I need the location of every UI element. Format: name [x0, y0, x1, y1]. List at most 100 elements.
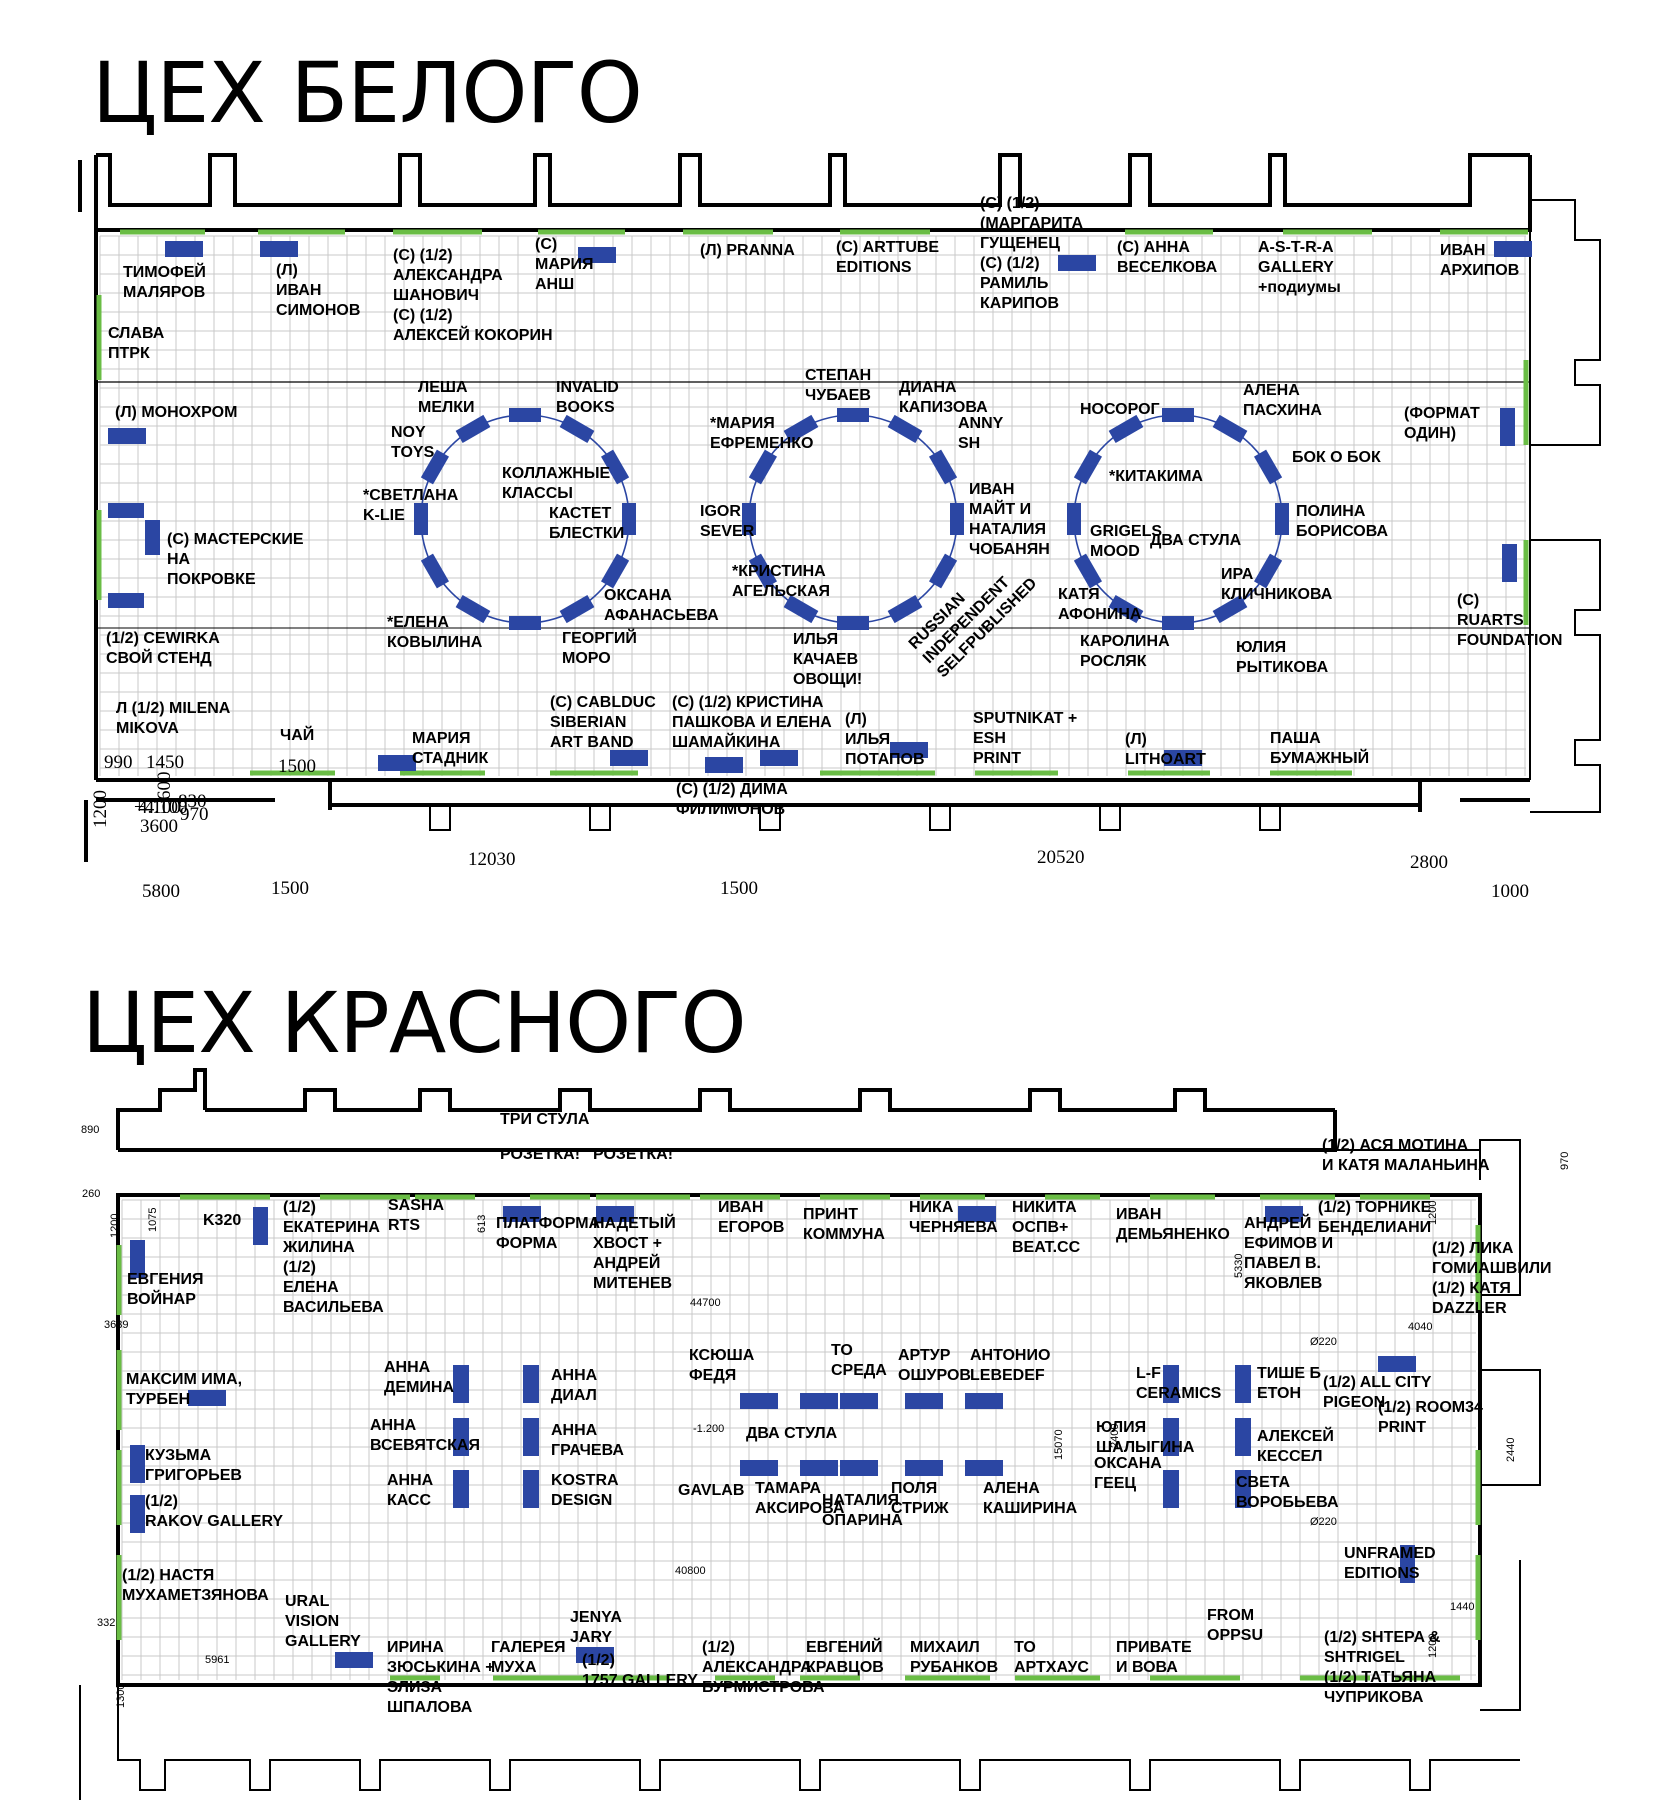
dimension-value: 5961 — [205, 1654, 229, 1666]
booth-table — [378, 755, 416, 771]
dimension-value: 12030 — [468, 849, 516, 870]
booth-table — [748, 553, 777, 589]
booth-table — [890, 742, 928, 758]
dimension-value: 44700 — [690, 1297, 721, 1309]
dimension-value: 990 — [104, 752, 133, 773]
booth-table — [188, 1390, 226, 1406]
booth-label: РОЗЕТКА! — [593, 1146, 673, 1163]
booth-table — [601, 449, 630, 485]
booth-table — [783, 414, 819, 443]
dimension-value: 1000 — [1491, 881, 1529, 902]
booth-table — [1073, 449, 1102, 485]
booth-table — [453, 1418, 469, 1456]
booth-table — [130, 1445, 145, 1483]
hall-white-wall-mounts — [96, 229, 1529, 776]
booth-table — [108, 593, 144, 608]
booth-table — [509, 616, 541, 630]
booth-table — [453, 1470, 469, 1508]
dimension-value: 890 — [81, 1124, 99, 1136]
hall-white-booths — [108, 241, 1532, 773]
booth-table — [1108, 595, 1144, 624]
booth-table — [1073, 553, 1102, 589]
hall-white-grid — [99, 235, 1526, 776]
booth-table — [1265, 1206, 1303, 1222]
booth-label: БОК О БОК — [1292, 449, 1381, 466]
booth-table — [837, 408, 869, 422]
booth-label: ДВА СТУЛА — [746, 1425, 838, 1442]
dimension-value: 260 — [82, 1188, 100, 1200]
hall-white-columns-bottom — [429, 805, 1281, 831]
booth-table — [503, 1206, 541, 1222]
hall-red-booths — [130, 1206, 1416, 1668]
booth-table — [887, 595, 923, 624]
booth-table — [1162, 616, 1194, 630]
booth-label: (1/2)1757 GALLERY — [582, 1652, 698, 1689]
hall-red-bottom-wall — [79, 1685, 1520, 1800]
booth-table — [1400, 1545, 1415, 1583]
hall-white-title: ЦЕХ БЕЛОГО — [92, 44, 642, 142]
hall-red-title: ЦЕХ КРАСНОГО — [82, 974, 746, 1072]
hall-white-bottom-wall — [84, 230, 1530, 862]
dimension-value: 613 — [476, 1215, 488, 1233]
booth-table — [740, 1460, 778, 1476]
booth-label: K320 — [203, 1212, 241, 1229]
booth-label: ТРИ СТУЛА — [500, 1111, 590, 1128]
booth-table — [1108, 414, 1144, 443]
booth-table — [1163, 1470, 1179, 1508]
booth-table — [1058, 255, 1096, 271]
booth-table — [559, 595, 595, 624]
booth-table — [601, 553, 630, 589]
booth-table — [965, 1393, 1003, 1409]
dimension-value: 40800 — [675, 1565, 706, 1577]
dimension-value: 2400 — [1109, 1424, 1121, 1448]
booth-table — [1164, 750, 1202, 766]
dimension-value: 5800 — [142, 881, 180, 902]
booth-table — [610, 750, 648, 766]
hall-white-top-wall — [78, 153, 1532, 232]
booth-table — [1378, 1356, 1416, 1372]
booth-table — [887, 414, 923, 443]
booth-table — [1254, 553, 1283, 589]
